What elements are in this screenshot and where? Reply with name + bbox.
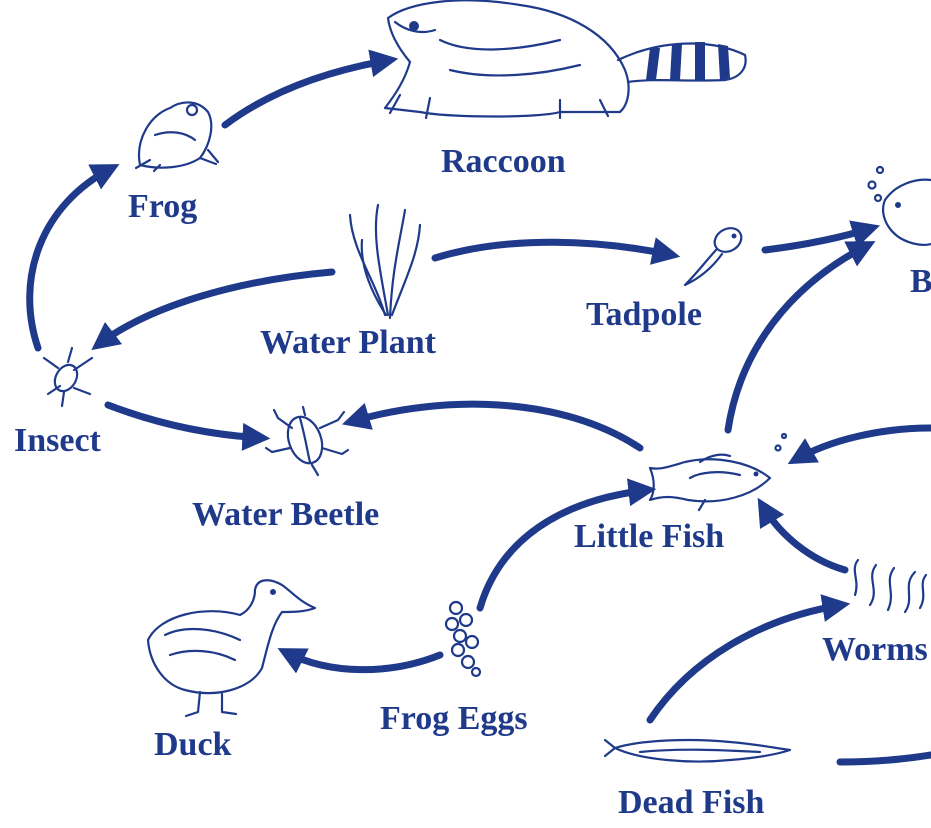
duck-icon: [148, 580, 315, 716]
dead-fish-icon: [605, 740, 790, 762]
label-tadpole: Tadpole: [586, 298, 702, 332]
arrow-worms-to-little-fish: [762, 505, 845, 570]
label-duck: Duck: [154, 728, 231, 762]
label-worms-partial: Worms: [822, 633, 931, 667]
arrow-dead-fish-to-offscreen: [840, 755, 931, 762]
little-fish-icon: [650, 434, 786, 510]
arrow-water-plant-to-tadpole: [435, 242, 672, 258]
arrow-little-fish-to-water-beetle: [350, 404, 640, 448]
label-frog: Frog: [128, 190, 197, 224]
label-dead-fish: Dead Fish: [618, 786, 764, 820]
label-big-fish-partial: B: [910, 265, 931, 299]
arrow-frog-eggs-to-duck: [285, 652, 440, 670]
arrow-insect-to-water-beetle: [108, 405, 262, 438]
arrow-dead-fish-to-worms: [650, 605, 842, 720]
frog-icon: [136, 102, 218, 171]
label-frog-eggs: Frog Eggs: [380, 702, 528, 736]
arrow-frog-to-raccoon: [225, 60, 390, 125]
label-raccoon: Raccoon: [441, 145, 566, 179]
arrow-offscreen-to-little-fish: [795, 428, 931, 460]
label-little-fish: Little Fish: [574, 520, 724, 554]
frog-eggs-icon: [446, 602, 480, 676]
water-beetle-icon: [266, 407, 348, 475]
raccoon-icon: [385, 0, 746, 118]
arrow-tadpole-to-big-fish: [765, 228, 872, 250]
arrow-little-fish-to-big-fish: [728, 245, 868, 430]
tadpole-icon: [685, 223, 746, 285]
label-water-plant: Water Plant: [260, 326, 436, 360]
worms-icon: [855, 560, 926, 612]
label-water-beetle: Water Beetle: [192, 498, 379, 532]
big-fish-icon: [869, 167, 931, 245]
arrow-insect-to-frog: [30, 168, 112, 348]
insect-icon: [44, 348, 92, 406]
water-plant-icon: [350, 205, 420, 318]
label-insect: Insect: [14, 424, 101, 458]
